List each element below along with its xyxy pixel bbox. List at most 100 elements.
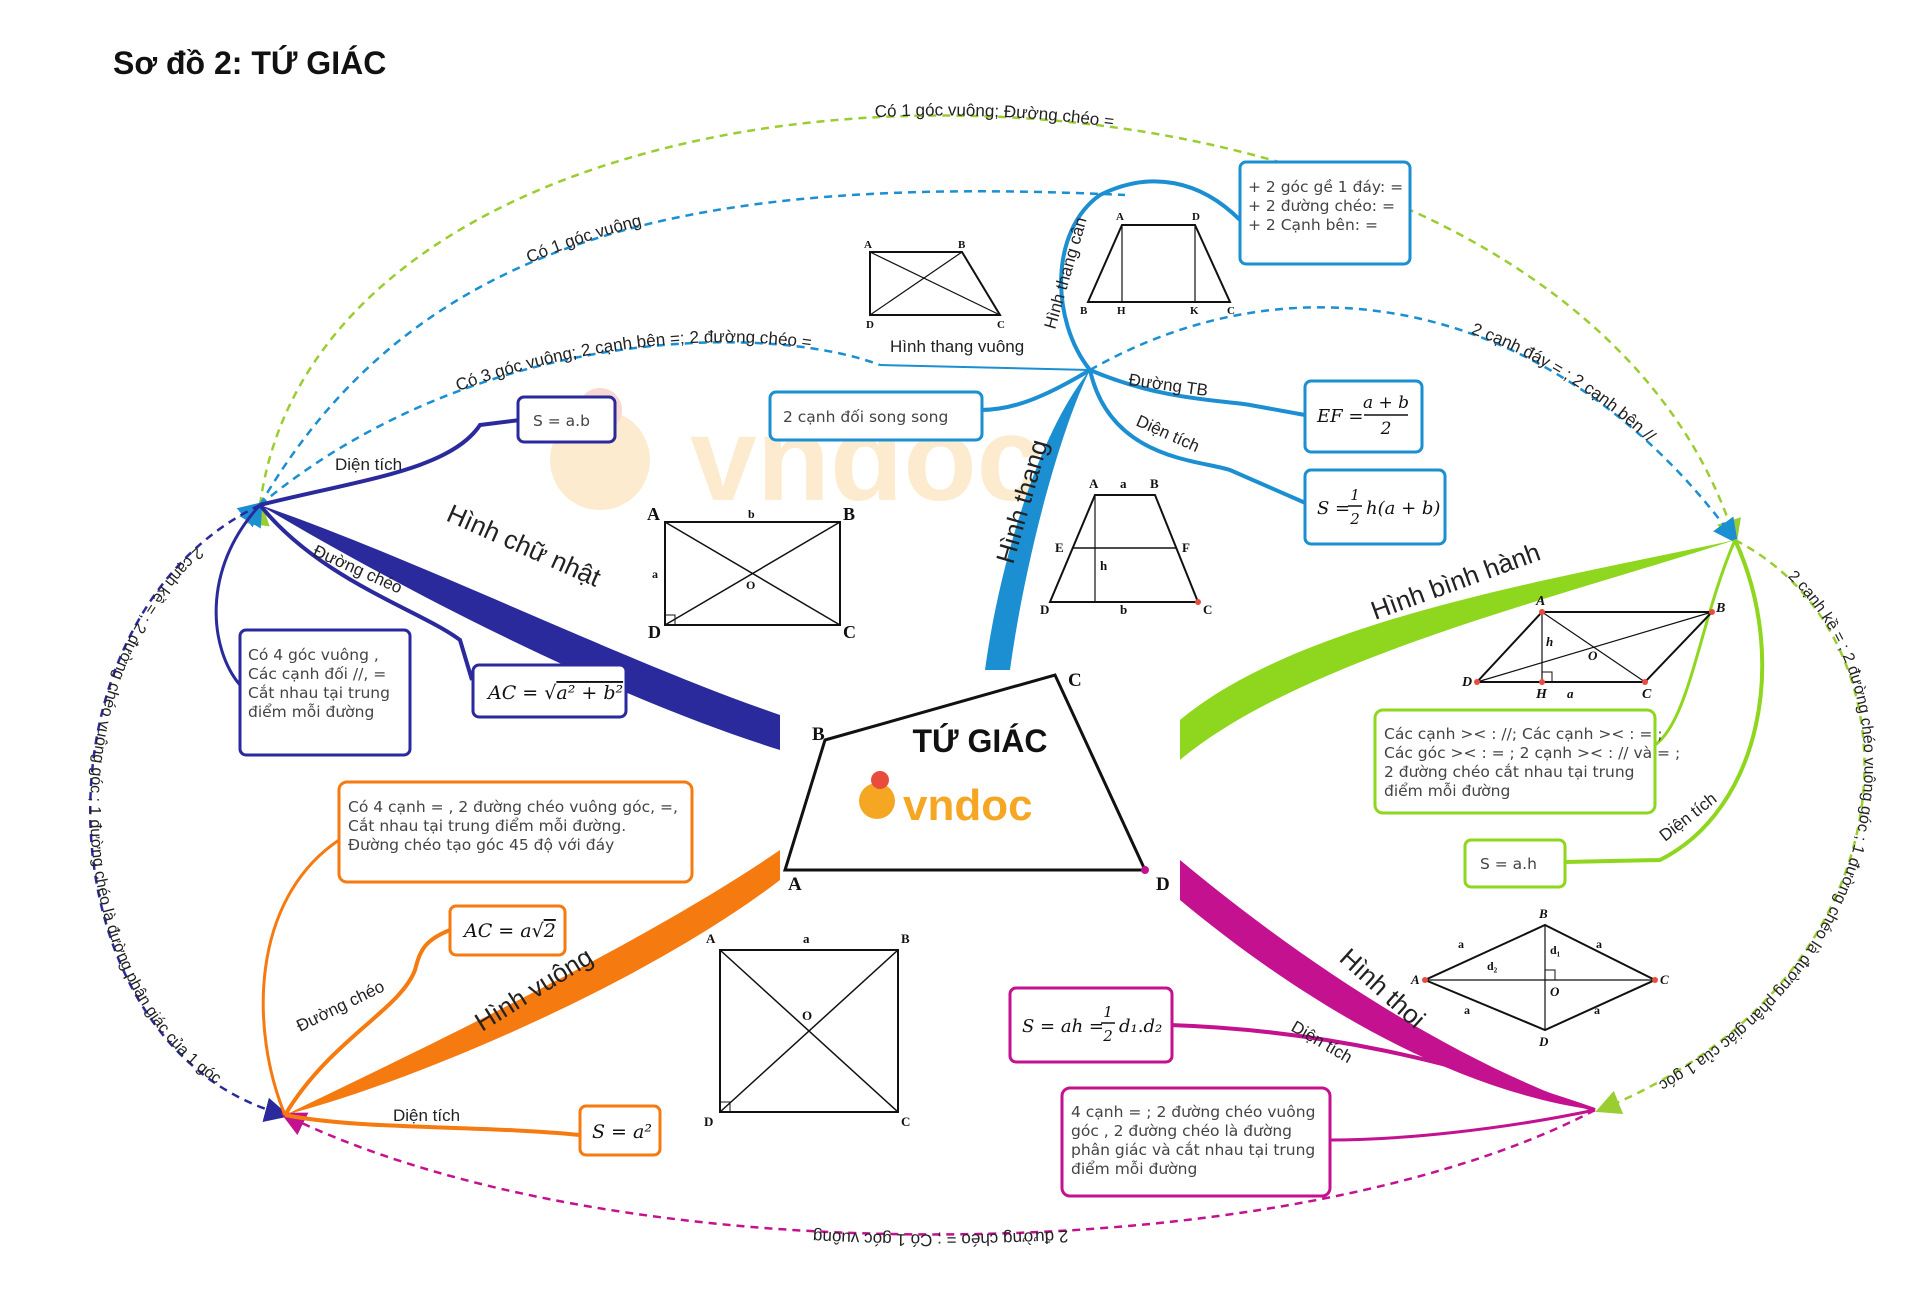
svg-text:O: O xyxy=(802,1008,812,1023)
svg-text:a: a xyxy=(803,931,810,946)
svg-text:d₁: d₁ xyxy=(1550,943,1561,957)
svg-text:a: a xyxy=(1464,1003,1470,1017)
parallelogram-figure: A B C D H O h a xyxy=(1461,594,1725,702)
rhombus-props: 4 cạnh = ; 2 đường chéo vuông góc , 2 đư… xyxy=(1071,1103,1320,1178)
midline-formula: EF = a + b 2 xyxy=(1316,393,1409,439)
svg-text:B: B xyxy=(958,239,966,251)
square-props-box xyxy=(337,780,694,884)
svg-text:C: C xyxy=(843,622,856,642)
svg-text:C: C xyxy=(901,1114,910,1129)
midline-box xyxy=(1303,379,1424,454)
svg-text:A: A xyxy=(1089,476,1099,491)
svg-text:K: K xyxy=(1190,305,1199,317)
rectangle-diagonal-formula: AC = √a² + b² xyxy=(486,682,623,704)
svg-text:vndoc: vndoc xyxy=(903,781,1033,830)
svg-text:b: b xyxy=(748,507,755,521)
svg-text:Có 3 góc vuông; 2 cạnh bên =;: Có 3 góc vuông; 2 cạnh bên =; 2 đường ch… xyxy=(453,327,813,395)
svg-text:A: A xyxy=(1116,211,1124,223)
link-rhombus-square: 2 đường chéo = ; Có 1 góc vuông xyxy=(283,1108,1597,1249)
svg-text:H: H xyxy=(1535,687,1548,702)
parallelogram-props: Các cạnh >< : //; Các cạnh >< : = ; Các … xyxy=(1384,725,1685,800)
svg-text:2 đường chéo = ; Có 1 góc vuôn: 2 đường chéo = ; Có 1 góc vuông xyxy=(812,1226,1068,1249)
svg-text:h: h xyxy=(1100,558,1108,573)
svg-text:D: D xyxy=(1538,1034,1549,1049)
rectangle-area-label: Diện tích xyxy=(335,455,402,474)
svg-text:C: C xyxy=(1660,972,1669,987)
svg-text:S = ah =: S = ah = xyxy=(1022,1016,1104,1037)
square-area-formula: S = a² xyxy=(592,1121,652,1143)
svg-text:d₁.d₂: d₁.d₂ xyxy=(1119,1016,1162,1037)
center-logo: vndoc xyxy=(859,771,1033,830)
svg-text:F: F xyxy=(1182,540,1190,555)
trapezoid-sides-box xyxy=(768,390,984,442)
trapezoid-area-formula: S = 1 2 h(a + b) xyxy=(1317,486,1440,528)
svg-text:a + b: a + b xyxy=(1363,393,1409,413)
svg-text:2 cạnh đáy = ; 2 cạnh bên //: 2 cạnh đáy = ; 2 cạnh bên // xyxy=(1469,319,1659,446)
svg-text:a: a xyxy=(1594,1003,1600,1017)
svg-text:B: B xyxy=(1715,601,1725,616)
parallelogram-area-formula: S = a.h xyxy=(1480,855,1537,873)
center-label: TỨ GIÁC xyxy=(913,723,1048,759)
svg-text:C: C xyxy=(997,319,1005,331)
svg-text:B: B xyxy=(1080,305,1088,317)
square-diagonal-label: Đường chéo xyxy=(293,977,387,1036)
svg-text:H: H xyxy=(1117,305,1126,317)
square-props: Có 4 cạnh = , 2 đường chéo vuông góc, =,… xyxy=(348,798,683,854)
svg-text:h(a + b): h(a + b) xyxy=(1366,498,1440,519)
svg-text:C: C xyxy=(1203,602,1212,617)
svg-text:E: E xyxy=(1055,540,1064,555)
isosceles-figure: A D B H K C xyxy=(1080,211,1235,317)
svg-text:A: A xyxy=(647,504,660,524)
trapezoid-sides-text: 2 cạnh đối song song xyxy=(783,408,948,426)
isosceles-props: + 2 góc gề 1 đáy: = + 2 đường chéo: = + … xyxy=(1248,178,1408,234)
svg-text:C: C xyxy=(1642,687,1652,702)
svg-text:D: D xyxy=(704,1114,713,1129)
center-node: B C A D TỨ GIÁC vndoc xyxy=(782,670,1170,895)
midline-trapezoid-figure: A a B E F h D b C xyxy=(1040,476,1212,617)
parallelogram-props-box xyxy=(1373,708,1657,815)
svg-text:2: 2 xyxy=(1380,419,1392,439)
svg-text:1: 1 xyxy=(1350,486,1360,504)
isosceles-props-box xyxy=(1238,160,1412,266)
svg-text:B: B xyxy=(843,504,855,524)
branch-rectangle xyxy=(260,505,780,750)
svg-text:a: a xyxy=(652,567,658,581)
rectangle-diagonal-box xyxy=(471,663,628,719)
rectangle-name: Hình chữ nhật xyxy=(443,498,606,593)
svg-text:D: D xyxy=(866,319,874,331)
vertex-d: D xyxy=(1156,874,1170,895)
svg-text:2 cạnh kề = ; 2 đường chéo vuô: 2 cạnh kề = ; 2 đường chéo vuông góc ; 1… xyxy=(86,544,224,1088)
svg-text:O: O xyxy=(746,578,755,592)
branch-trapezoid xyxy=(985,370,1090,670)
rectangle-area-box xyxy=(516,395,617,444)
center-quadrilateral xyxy=(782,673,1148,872)
svg-text:EF =: EF = xyxy=(1316,406,1363,427)
rectangle-area-formula: S = a.b xyxy=(533,412,590,430)
svg-text:A: A xyxy=(1410,972,1420,987)
svg-text:O: O xyxy=(1550,984,1560,999)
svg-text:D: D xyxy=(1040,602,1049,617)
svg-text:B: B xyxy=(1538,906,1548,921)
rhombus-figure: B A C D O a a a a d₁ d₂ xyxy=(1410,906,1669,1049)
svg-text:Có 1 góc vuông: Có 1 góc vuông xyxy=(523,211,643,267)
vertex-c: C xyxy=(1068,670,1082,691)
svg-text:2: 2 xyxy=(1102,1027,1113,1045)
svg-text:B: B xyxy=(1150,476,1159,491)
rhombus-area-formula: S = ah = 1 2 d₁.d₂ xyxy=(1022,1003,1162,1045)
svg-text:a: a xyxy=(1458,937,1464,951)
svg-text:D: D xyxy=(1192,211,1200,223)
svg-text:a: a xyxy=(1596,937,1602,951)
square-figure: A a B O D C xyxy=(704,931,910,1129)
svg-text:A: A xyxy=(706,931,716,946)
trapezoid-group: Hình thang 2 cạnh đối song song Hình tha… xyxy=(768,160,1447,617)
square-diagonal-box xyxy=(448,904,567,957)
link-rect-square: 2 cạnh kề = ; 2 đường chéo vuông góc ; 1… xyxy=(86,503,287,1117)
svg-text:Có 1 góc vuông; Đường chéo =: Có 1 góc vuông; Đường chéo = xyxy=(874,101,1115,132)
svg-text:D: D xyxy=(1461,675,1472,690)
svg-text:S =: S = xyxy=(1317,498,1350,519)
svg-text:O: O xyxy=(1588,648,1598,663)
square-area-label: Diện tích xyxy=(393,1106,460,1125)
svg-text:b: b xyxy=(1120,602,1127,617)
page-title: Sơ đồ 2: TỨ GIÁC xyxy=(113,45,386,81)
